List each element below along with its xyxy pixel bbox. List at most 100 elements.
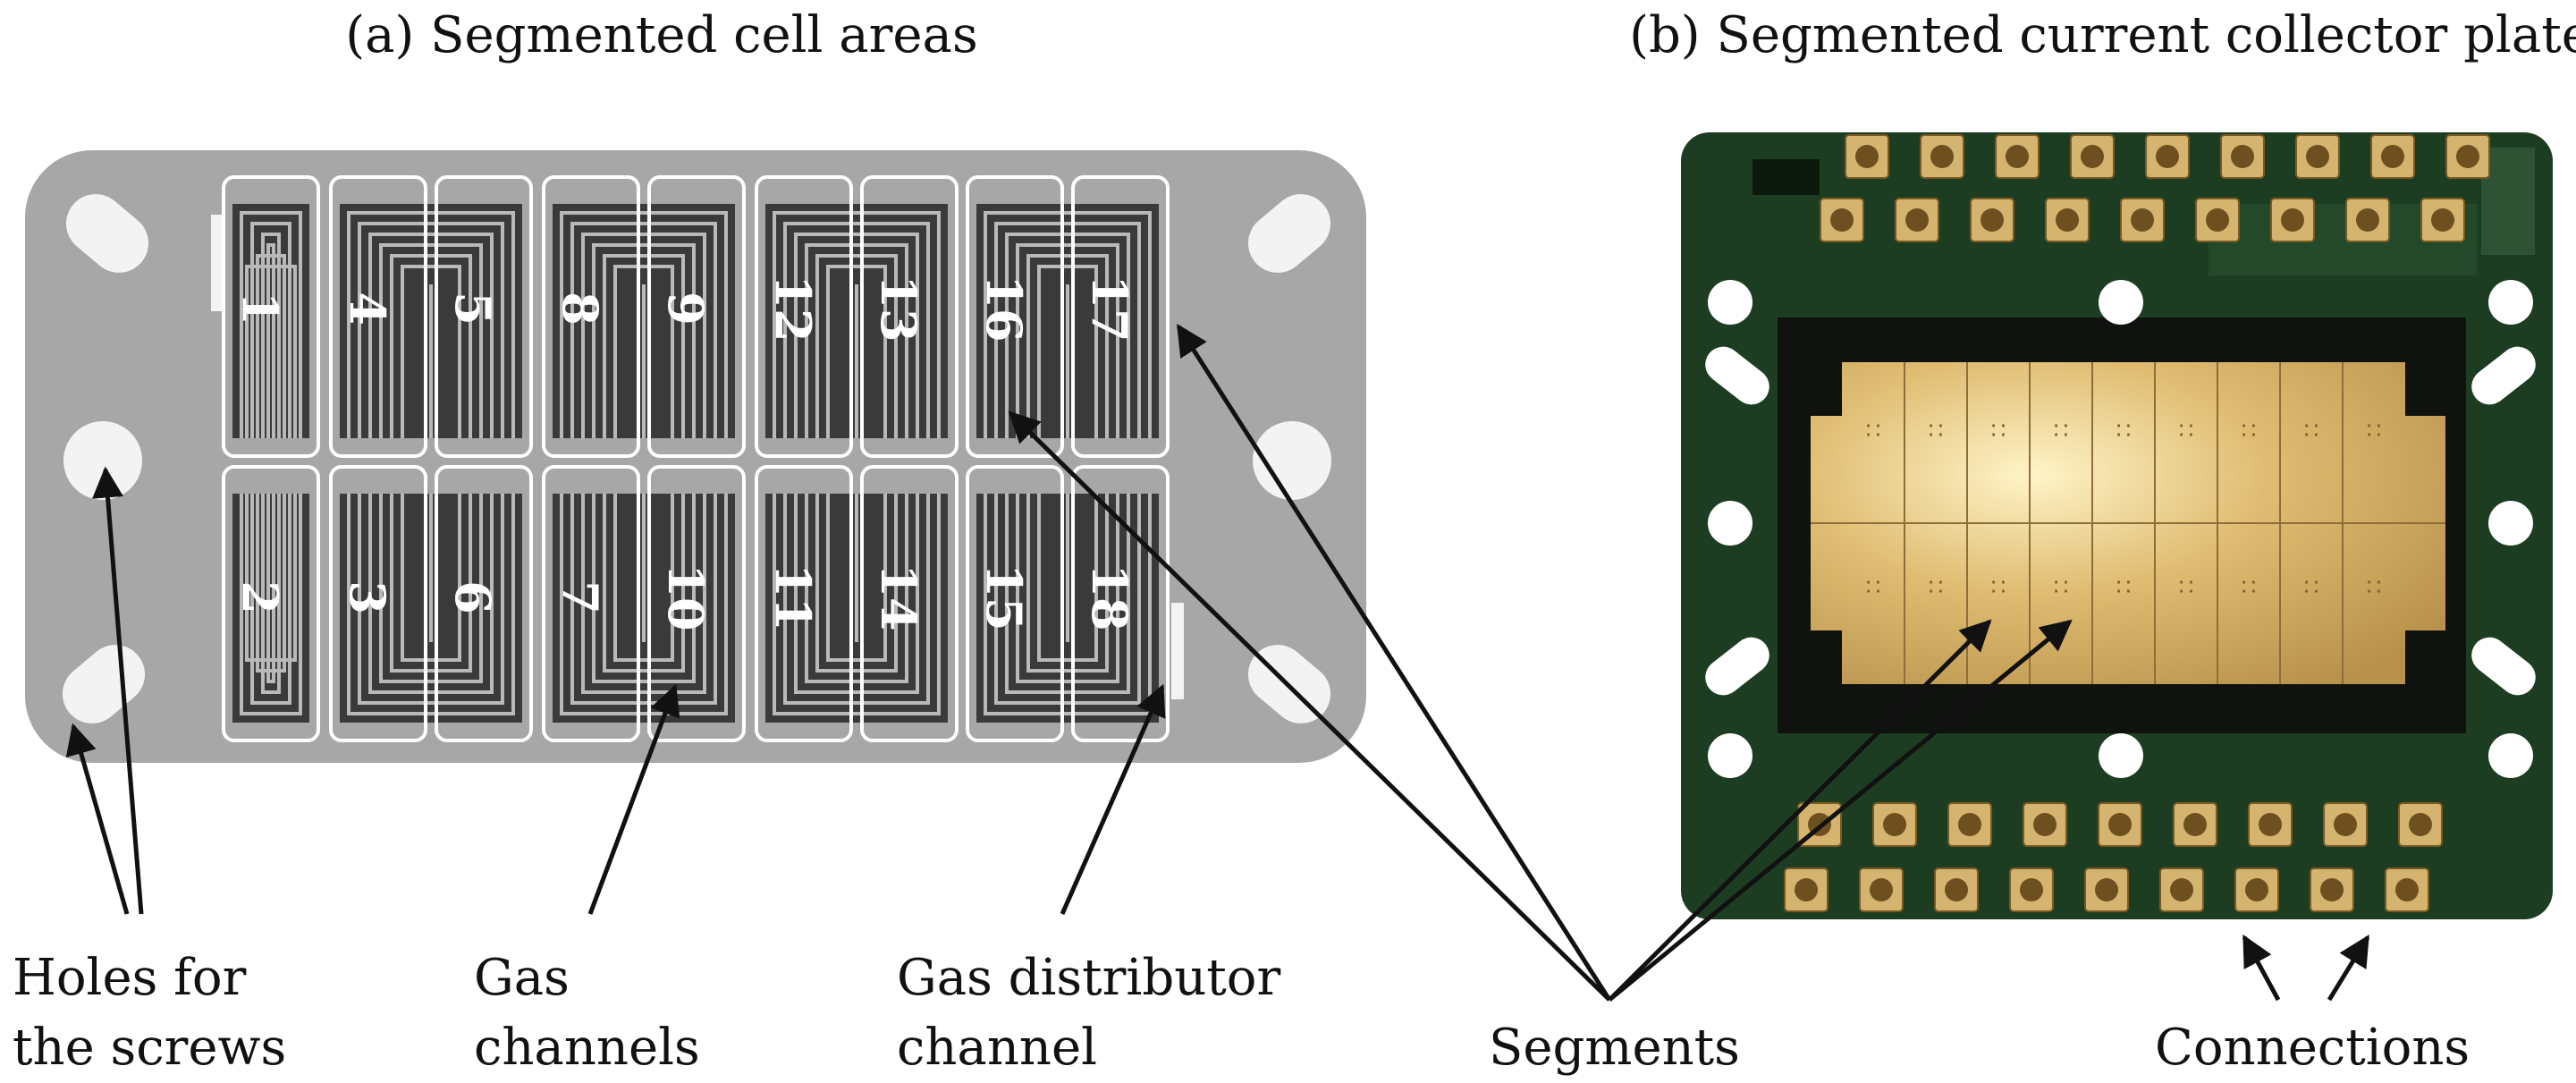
- frame-hole: [2488, 501, 2533, 546]
- channel-line: [390, 494, 472, 673]
- channel-line: [805, 243, 908, 438]
- arrow-segments-3: [1608, 619, 1992, 1002]
- channel-line: [358, 222, 504, 438]
- segment-number: 8: [552, 292, 609, 326]
- connector-pin: [2231, 145, 2254, 168]
- channel-line: [805, 494, 908, 683]
- channel-line: [379, 243, 483, 438]
- channel-line: [401, 265, 461, 438]
- connectors: [1784, 134, 2490, 912]
- segment-dot-mark: ∷: [1991, 574, 2006, 601]
- segment-outline: [542, 175, 640, 458]
- segment-number: 18: [1081, 563, 1138, 630]
- channel-line: [994, 222, 1141, 438]
- segment-outlines: [222, 175, 1170, 742]
- segment-outline: [435, 465, 533, 742]
- channel-line: [794, 494, 919, 694]
- segment-number: 6: [444, 580, 502, 614]
- channel-line: [1026, 254, 1109, 438]
- channel-line: [994, 494, 1141, 705]
- channel-line: [613, 265, 674, 438]
- channel-line: [368, 233, 494, 438]
- board-hole: [1708, 733, 1753, 778]
- caption-b: (b) Segmented current collector plate: [1629, 6, 2576, 64]
- segment-dot-mark: ∷: [2304, 574, 2319, 601]
- label-segments: Segments: [1489, 1019, 1740, 1077]
- connector-pin: [2170, 878, 2193, 901]
- channel-line: [603, 254, 685, 438]
- segment-number: 2: [232, 580, 289, 614]
- frame-hole: [1705, 346, 1769, 405]
- channel-line: [560, 211, 728, 438]
- channel-line: [773, 494, 941, 715]
- segment-dot-mark: ∷: [1929, 574, 1944, 601]
- segment-dot-mark: ∷: [2179, 574, 2194, 601]
- arrow-segments-2: [1008, 410, 1611, 1002]
- screw-hole: [1247, 194, 1331, 273]
- segment-number: 11: [764, 563, 822, 630]
- connector-pin: [2056, 208, 2079, 232]
- connector-pin: [2131, 208, 2154, 232]
- board-hole: [2099, 280, 2143, 325]
- channel-line: [256, 494, 286, 673]
- gas-channels: [232, 204, 1159, 723]
- segment-number: 16: [976, 275, 1033, 342]
- channel-line: [826, 494, 887, 662]
- segment-number: 12: [764, 275, 822, 342]
- channel-line: [347, 211, 515, 438]
- segment-outline: [755, 175, 853, 458]
- connector-pin: [1795, 878, 1818, 901]
- channel-line: [379, 494, 483, 683]
- connector-pin: [2334, 813, 2357, 836]
- caption-a: (a) Segmented cell areas: [345, 6, 977, 64]
- board-hole: [2488, 280, 2533, 325]
- channel-line: [783, 222, 930, 438]
- channel-line: [1037, 494, 1098, 662]
- channel-line: [815, 494, 898, 673]
- segment-outline: [755, 465, 853, 742]
- label-gas-distributor-line2: channel: [897, 1019, 1097, 1077]
- gas-distributor-outlet: [1171, 603, 1184, 699]
- segment-dot-mark: ∷: [2179, 418, 2194, 444]
- segment-dot-mark: ∷: [2116, 574, 2132, 601]
- channel-line: [1026, 494, 1109, 673]
- channel-line: [358, 494, 504, 705]
- segment-dot-mark: ∷: [1866, 574, 1881, 601]
- connector-pin: [1958, 813, 1981, 836]
- connector-pin: [2108, 813, 2132, 836]
- segment-dot-mark: ∷: [2367, 574, 2382, 601]
- channel-line: [1016, 243, 1119, 438]
- frame-hole: [1708, 501, 1753, 546]
- channel-line: [560, 494, 728, 715]
- segment-dot-mark: ∷: [1929, 418, 1944, 444]
- channel-line: [1037, 265, 1098, 438]
- channel-line: [570, 494, 717, 705]
- connector-pin: [2006, 145, 2029, 168]
- label-gas-distributor-line1: Gas distributor: [897, 949, 1280, 1007]
- channel-line: [266, 494, 275, 683]
- channel-line: [256, 254, 286, 438]
- channel-line: [240, 494, 302, 715]
- channel-line: [581, 494, 706, 694]
- segment-dot-mark: ∷: [2054, 418, 2069, 444]
- channel-line: [261, 494, 281, 694]
- channel-line: [984, 211, 1152, 438]
- connector-pin: [1981, 208, 2004, 232]
- channel-line: [261, 233, 281, 438]
- label-connections: Connections: [2155, 1019, 2470, 1077]
- connector-pin: [2259, 813, 2282, 836]
- channel-line: [570, 222, 717, 438]
- channel-line: [266, 243, 275, 438]
- connector-pin: [2381, 145, 2404, 168]
- connector-pin: [2183, 813, 2207, 836]
- channel-line: [773, 211, 941, 438]
- connector-pin: [1905, 208, 1929, 232]
- arrow-connections-1: [2242, 934, 2281, 1002]
- segment-outline: [1071, 465, 1170, 742]
- connector-pin: [2431, 208, 2454, 232]
- segment-number: 14: [870, 563, 927, 630]
- segment-number: 5: [444, 292, 502, 326]
- connector-pin: [1883, 813, 1906, 836]
- screw-hole: [1253, 421, 1331, 500]
